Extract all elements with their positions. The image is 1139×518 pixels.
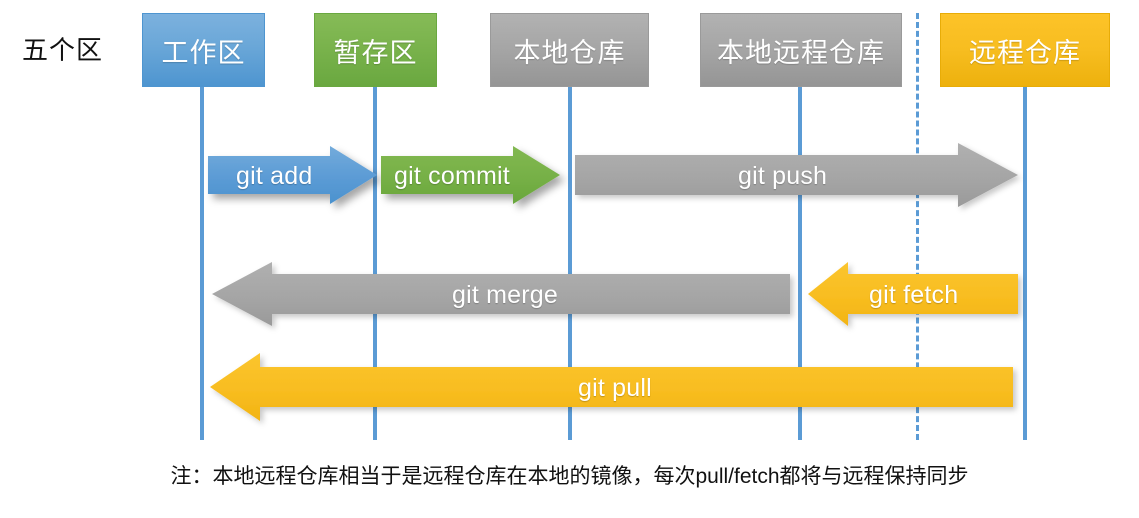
column-header-staging[interactable]: 暂存区: [314, 13, 437, 87]
lifeline-workspace: [200, 84, 204, 440]
arrow-git-commit[interactable]: [381, 146, 560, 204]
arrow-label-git-push: git push: [738, 162, 828, 190]
arrow-git-add[interactable]: [208, 146, 377, 204]
arrow-label-git-pull: git pull: [578, 374, 652, 402]
column-label: 本地仓库: [513, 37, 626, 68]
column-header-workspace[interactable]: 工作区: [142, 13, 265, 87]
arrow-label-git-fetch: git fetch: [869, 281, 959, 309]
arrow-label-git-add: git add: [236, 162, 313, 190]
diagram-caption: 五个区: [22, 35, 104, 65]
column-header-remote-repo[interactable]: 远程仓库: [940, 13, 1110, 87]
arrow-label-git-merge: git merge: [452, 281, 559, 309]
arrow-git-pull[interactable]: [210, 353, 1013, 421]
arrow-git-fetch[interactable]: [808, 262, 1018, 326]
column-label: 远程仓库: [969, 37, 1081, 68]
arrow-git-merge[interactable]: [212, 262, 790, 326]
lifeline-network-boundary: [916, 13, 919, 440]
column-header-local-repo[interactable]: 本地仓库: [490, 13, 649, 87]
column-label: 暂存区: [333, 37, 418, 68]
lifeline-local-remote-repo: [798, 84, 802, 440]
arrow-label-git-commit: git commit: [394, 162, 510, 190]
footer-note: 注：本地远程仓库相当于是远程仓库在本地的镜像，每次pull/fetch都将与远程…: [170, 465, 969, 488]
column-header-local-remote-repo[interactable]: 本地远程仓库: [700, 13, 902, 87]
arrow-git-push[interactable]: [575, 143, 1018, 207]
column-label: 本地远程仓库: [717, 37, 885, 68]
lifeline-local-repo: [568, 84, 572, 440]
column-label: 工作区: [161, 37, 246, 68]
lifeline-staging: [373, 84, 377, 440]
lifeline-remote-repo: [1023, 84, 1027, 440]
